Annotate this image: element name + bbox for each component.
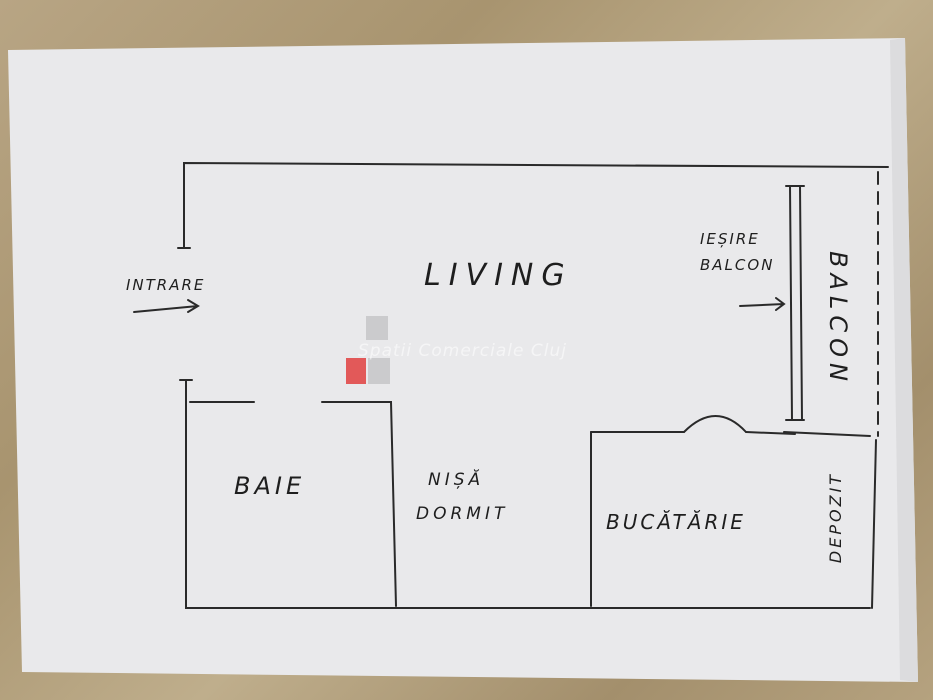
label-balcony-exit-2: BALCON [700,256,775,274]
label-balcony: BALCON [823,251,852,387]
label-balcony-exit-1: IEȘIRE [700,230,760,248]
watermark-text: Spatii Comerciale Cluj [358,341,567,361]
label-kitchen: BUCĂTĂRIE [606,510,746,534]
walls [133,161,889,609]
label-sleeping-nook-2: DORMIT [416,504,509,524]
label-bathroom: BAIE [234,472,306,500]
label-storage: DEPOZIT [826,471,846,564]
label-living: LIVING [424,258,573,293]
label-sleeping-nook-1: NIȘĂ [428,470,485,490]
watermark-logo [346,316,392,384]
paper-sheet [8,38,918,682]
label-entrance: INTRARE [126,276,206,294]
